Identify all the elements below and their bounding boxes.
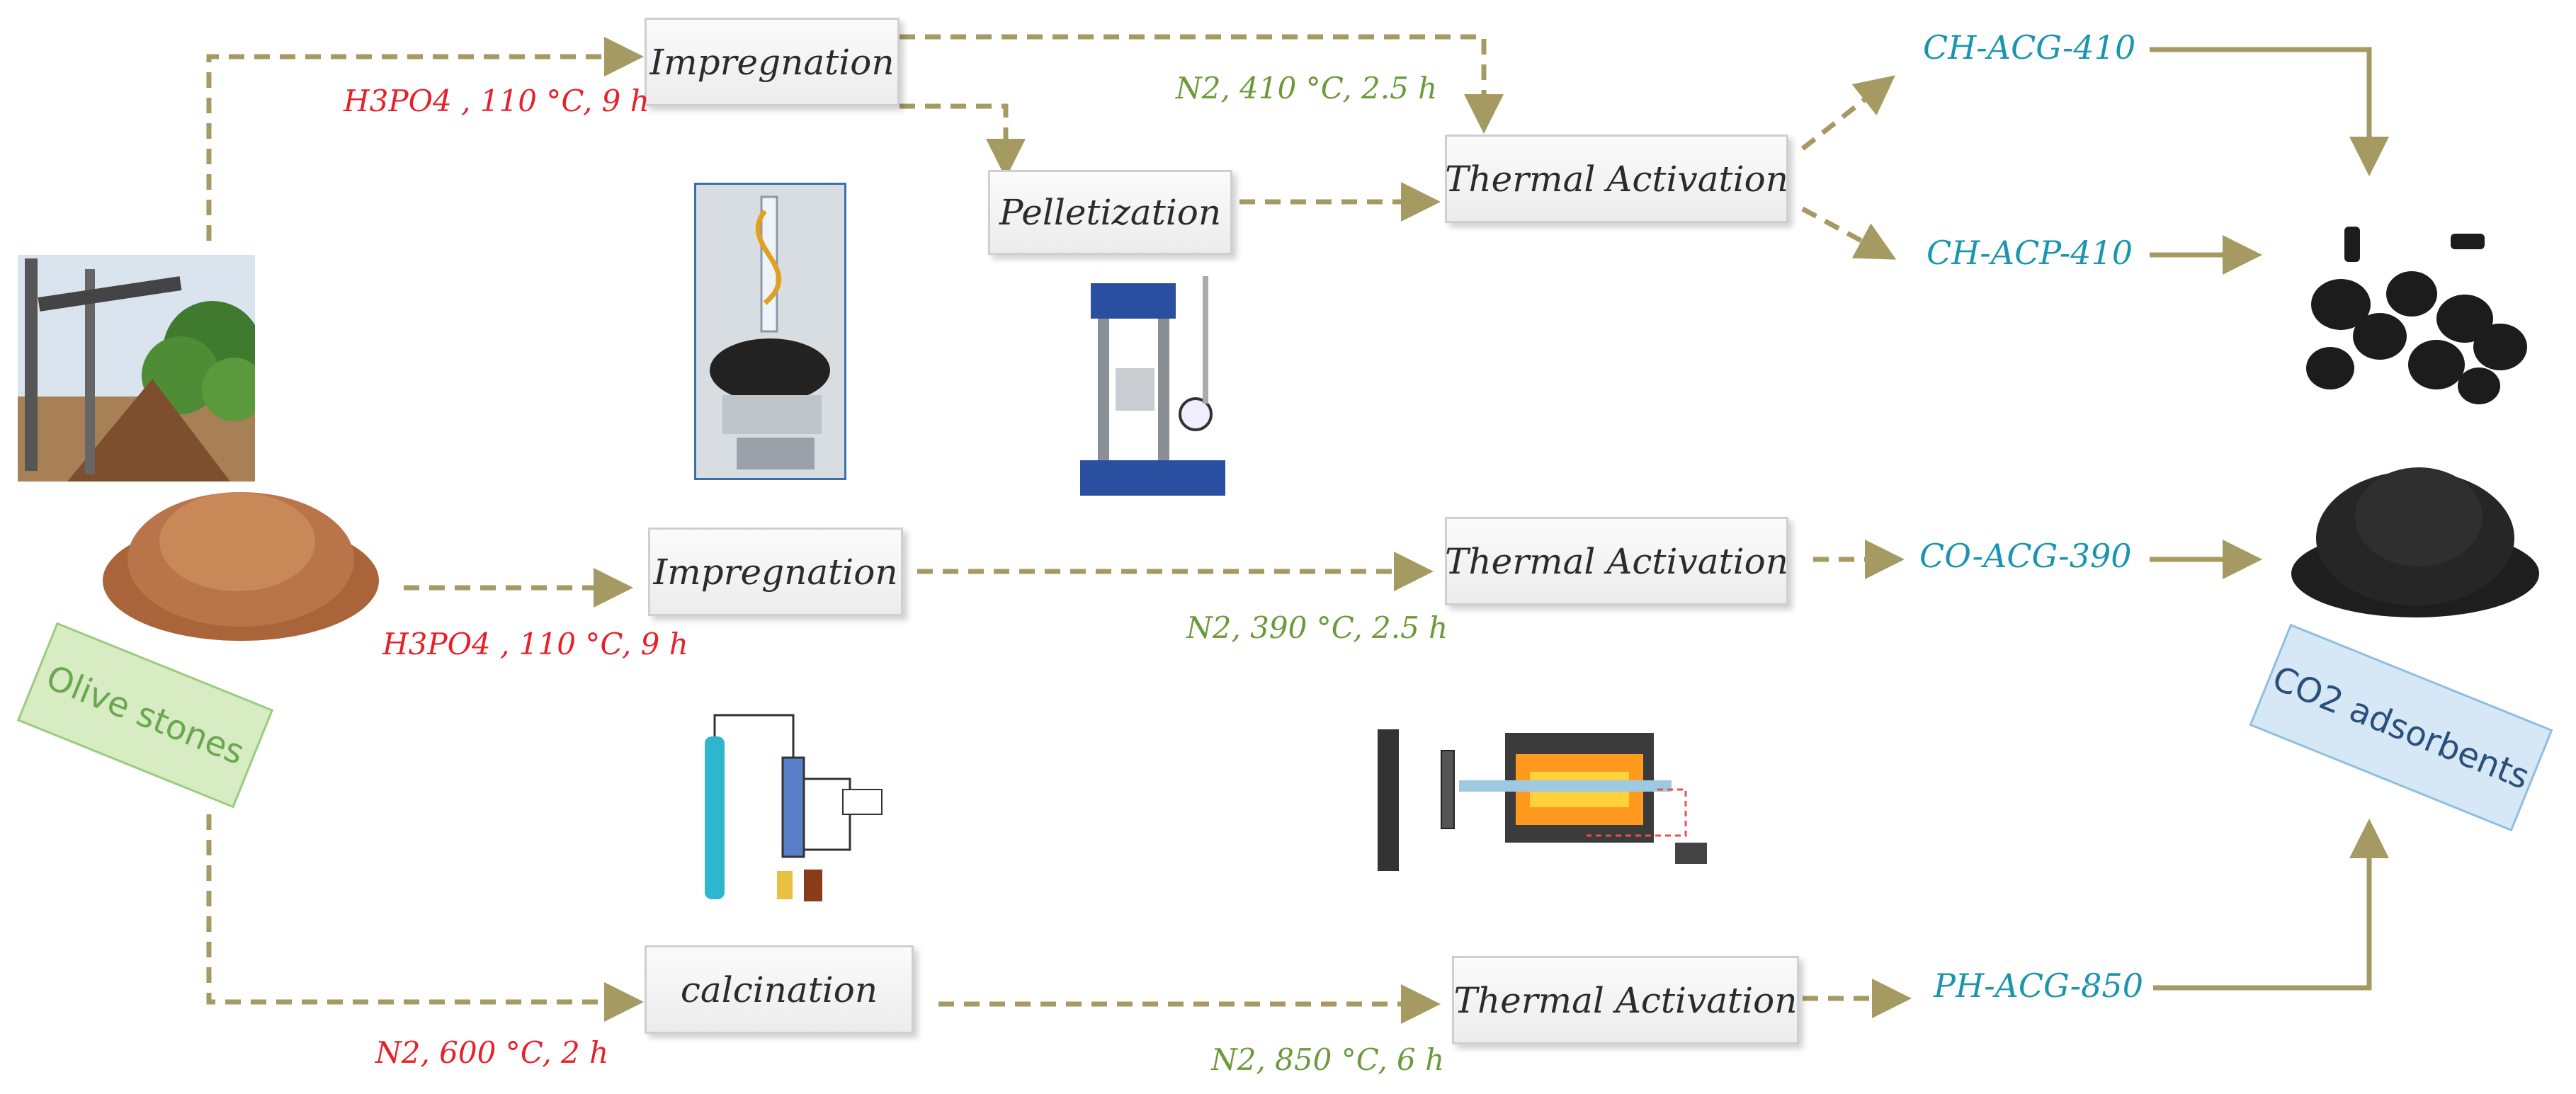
arrow-activation-to-ch-acp xyxy=(1801,206,1897,260)
product-ch-acg-410: CH-ACG-410 xyxy=(1923,28,2136,67)
condition-mid-impregnation: H3PO4 , 110 °C, 9 h xyxy=(382,627,688,661)
arrow-activation-to-ch-acg xyxy=(1800,75,1895,151)
pelletization-node: Pelletization xyxy=(988,170,1232,255)
hydraulic-pellet-press-photo xyxy=(1080,276,1225,496)
product-ch-acp-410: CH-ACP-410 xyxy=(1927,234,2133,272)
condition-top-impregnation: H3PO4 , 110 °C, 9 h xyxy=(344,84,649,118)
arrow-ph-acg-to-target xyxy=(2153,819,2389,991)
activated-carbon-pellets-photo xyxy=(2306,227,2527,404)
arrow-source-to-calcination xyxy=(206,814,644,1022)
reflux-impregnation-setup-photo xyxy=(694,183,846,480)
thermal-activation-bottom-node: Thermal Activation xyxy=(1452,956,1799,1044)
condition-mid-activation: N2, 390 °C, 2.5 h xyxy=(1186,610,1448,645)
calcination-node: calcination xyxy=(645,945,914,1034)
tube-furnace-schematic xyxy=(1378,729,1707,871)
olive-stones-pile-photo xyxy=(103,492,379,641)
product-co-acg-390: CO-ACG-390 xyxy=(1919,537,2132,575)
arrow-source-to-impregnation-top xyxy=(206,37,644,241)
condition-bottom-calcination: N2, 600 °C, 2 h xyxy=(375,1035,609,1070)
impregnation-mid-node: Impregnation xyxy=(648,528,903,616)
condition-bottom-activation: N2, 850 °C, 6 h xyxy=(1211,1042,1445,1077)
activated-carbon-granules-photo xyxy=(2291,467,2539,617)
arrow-ch-acg-to-pellets xyxy=(2150,47,2389,176)
product-ph-acg-850: PH-ACG-850 xyxy=(1934,967,2143,1005)
arrow-impregnation-to-activation-top xyxy=(900,34,1504,134)
arrow-impregnation-to-pelletization xyxy=(900,103,1026,178)
calcination-gas-cylinder-schematic xyxy=(705,714,883,901)
thermal-activation-top-node: Thermal Activation xyxy=(1445,135,1788,223)
olive-tree-conveyor-photo xyxy=(18,255,255,482)
condition-top-activation: N2, 410 °C, 2.5 h xyxy=(1176,71,1438,106)
thermal-activation-mid-node: Thermal Activation xyxy=(1445,517,1788,605)
impregnation-top-node: Impregnation xyxy=(645,18,900,106)
